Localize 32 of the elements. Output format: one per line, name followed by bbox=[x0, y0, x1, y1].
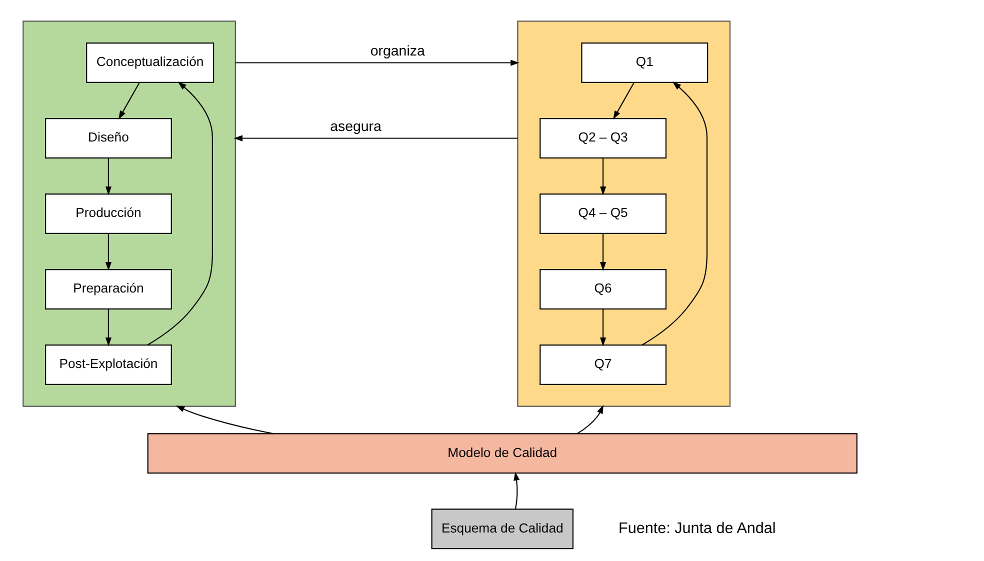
node-box: Q4 – Q5 bbox=[540, 194, 667, 234]
arrow bbox=[600, 234, 606, 271]
node-box: Q2 – Q3 bbox=[540, 118, 667, 158]
cluster bbox=[22, 20, 236, 407]
node-box: Esquema de Calidad bbox=[431, 508, 574, 550]
arrow bbox=[105, 309, 112, 346]
arrow bbox=[576, 404, 604, 434]
arrow bbox=[118, 82, 140, 120]
node-box: Diseño bbox=[45, 118, 172, 158]
node-box: Modelo de Calidad bbox=[147, 433, 858, 474]
arrow bbox=[234, 135, 518, 142]
edge-label: asegura bbox=[330, 119, 382, 136]
arrow bbox=[613, 82, 634, 120]
arrow bbox=[600, 158, 606, 196]
node-box: Post-Explotación bbox=[45, 344, 172, 385]
node-box: Q6 bbox=[540, 269, 667, 310]
edge-label: organiza bbox=[370, 44, 425, 60]
arrow bbox=[235, 60, 520, 66]
arrow bbox=[600, 309, 606, 346]
arrow bbox=[642, 82, 708, 346]
arrow bbox=[105, 158, 112, 196]
node-box: Q7 bbox=[540, 344, 667, 385]
arrow bbox=[147, 82, 213, 346]
node-box: Q1 bbox=[581, 42, 708, 83]
arrow bbox=[105, 234, 112, 271]
cluster bbox=[517, 20, 731, 407]
node-box: Conceptualización bbox=[86, 42, 214, 83]
arrow bbox=[176, 406, 274, 434]
node-box: Preparación bbox=[45, 269, 172, 310]
arrow bbox=[514, 472, 520, 509]
label: Fuente: Junta de Andal bbox=[618, 520, 776, 537]
node-box: Producción bbox=[45, 194, 172, 234]
